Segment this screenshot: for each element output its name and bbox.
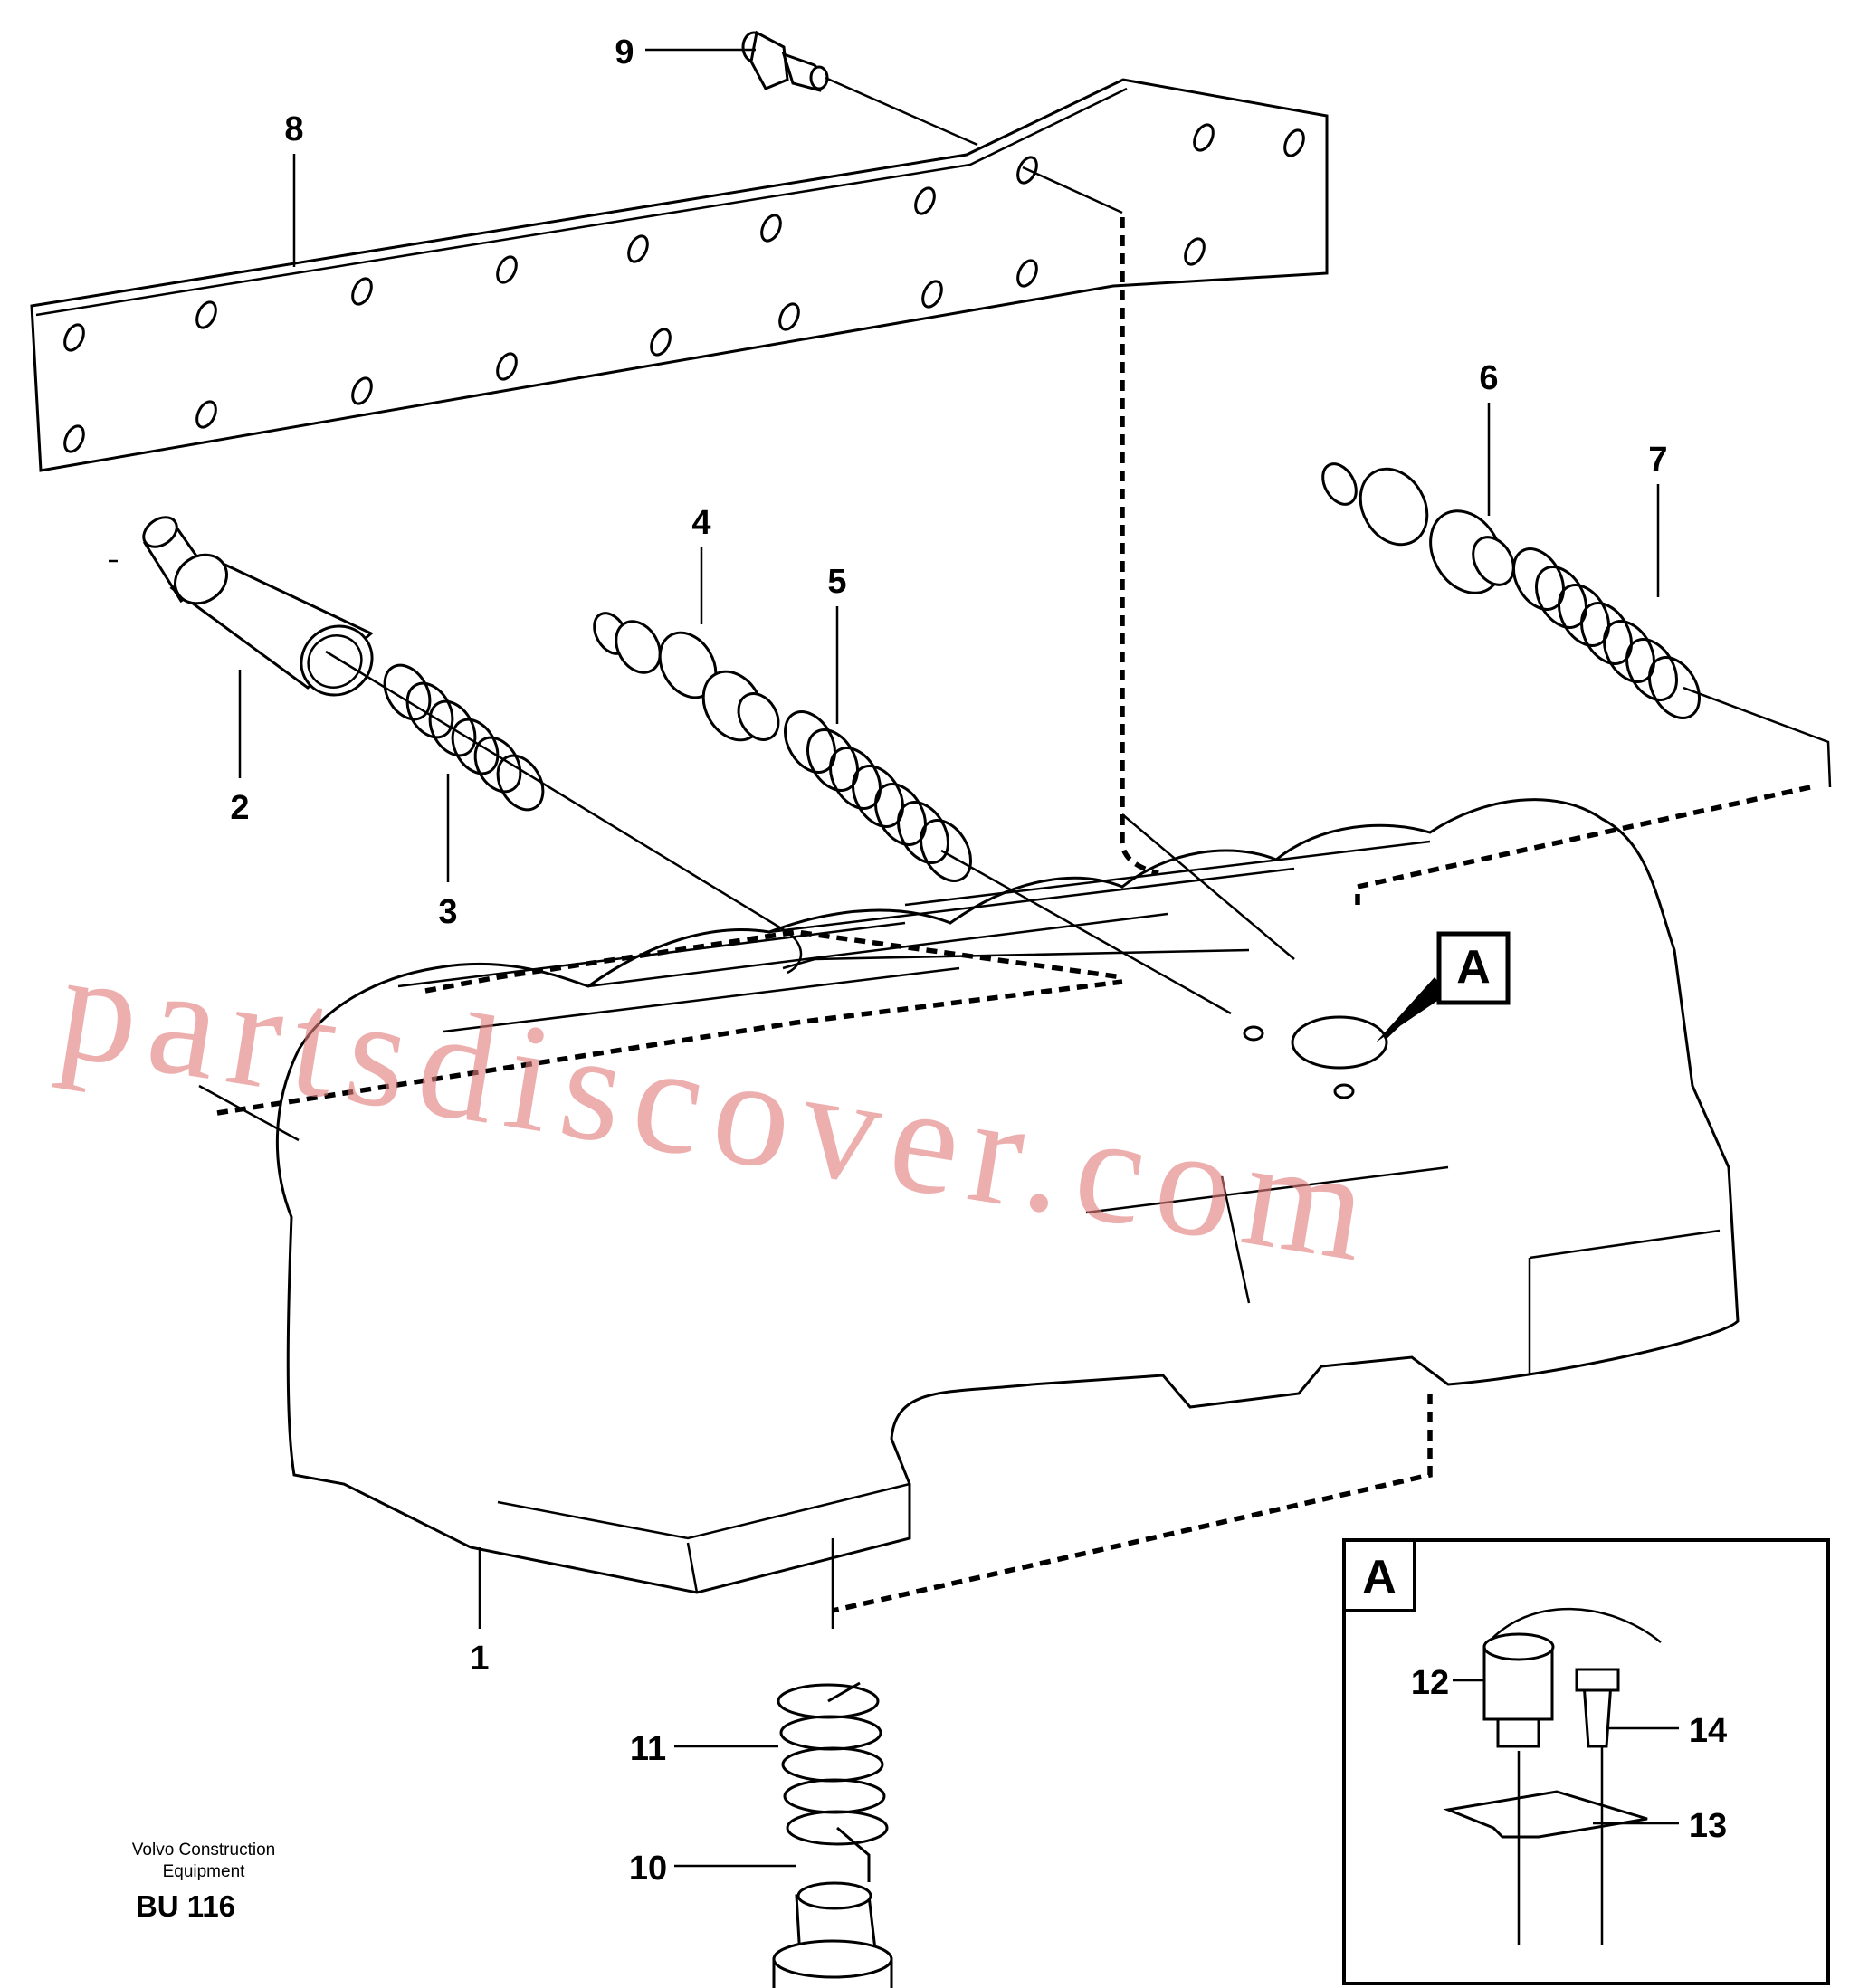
gasket-hole	[1193, 123, 1215, 152]
detail-box: A	[1342, 1538, 1830, 1985]
footer-line-1: Volvo Construction	[132, 1841, 275, 1860]
label-8: 8	[284, 110, 303, 148]
callout-a: A	[1376, 931, 1511, 1042]
gasket-hole	[195, 300, 217, 329]
spring-3	[383, 663, 545, 812]
label-7: 7	[1648, 441, 1667, 479]
gasket-hole	[650, 328, 672, 357]
footer-code: BU 116	[136, 1889, 235, 1923]
gasket-hole	[627, 234, 649, 263]
part-labels: 9 8 4 5 6 7 2 3 1 11 10 12 14 13	[230, 33, 1727, 1888]
label-9: 9	[615, 33, 634, 71]
gasket-holes	[63, 123, 1305, 453]
label-12: 12	[1411, 1664, 1449, 1702]
gasket-plate	[30, 78, 1329, 472]
spring-11	[777, 1681, 889, 1882]
leader-lines	[109, 76, 1832, 1629]
spring-7	[1512, 547, 1701, 719]
footer-line-2: Equipment	[163, 1862, 246, 1881]
footer: Volvo Construction Equipment BU 116	[132, 1841, 275, 1923]
label-14: 14	[1689, 1712, 1727, 1750]
gasket-hole	[63, 424, 85, 453]
gasket-hole	[351, 376, 373, 405]
dashed-connections	[216, 217, 1811, 1613]
label-11: 11	[630, 1730, 666, 1768]
spring-5	[784, 710, 972, 882]
gasket-hole	[914, 186, 936, 215]
valve-spool-6	[1321, 462, 1515, 594]
gasket-hole	[195, 400, 217, 429]
label-10: 10	[629, 1850, 667, 1888]
label-6: 6	[1479, 359, 1498, 397]
gasket-hole	[1184, 237, 1206, 266]
gasket-hole	[63, 323, 85, 352]
valve-spool-4	[593, 612, 780, 742]
bolt	[741, 30, 829, 92]
gasket-hole	[1283, 128, 1305, 157]
gasket-hole	[778, 302, 800, 331]
label-5: 5	[827, 563, 846, 601]
detail-letter: A	[1362, 1551, 1397, 1603]
label-13: 13	[1689, 1807, 1727, 1845]
gasket-hole	[496, 255, 518, 284]
gasket-hole	[921, 280, 943, 309]
gasket-hole	[351, 277, 373, 306]
label-3: 3	[438, 893, 457, 931]
valve-spool	[142, 516, 374, 697]
gasket-hole	[760, 214, 782, 243]
valve-housing	[275, 798, 1740, 1594]
label-4: 4	[691, 504, 710, 542]
gasket-hole	[1016, 259, 1038, 288]
gasket-hole	[496, 352, 518, 381]
callout-letter: A	[1456, 941, 1491, 994]
label-2: 2	[230, 789, 249, 827]
label-1: 1	[470, 1640, 489, 1678]
plug	[772, 1881, 893, 1988]
